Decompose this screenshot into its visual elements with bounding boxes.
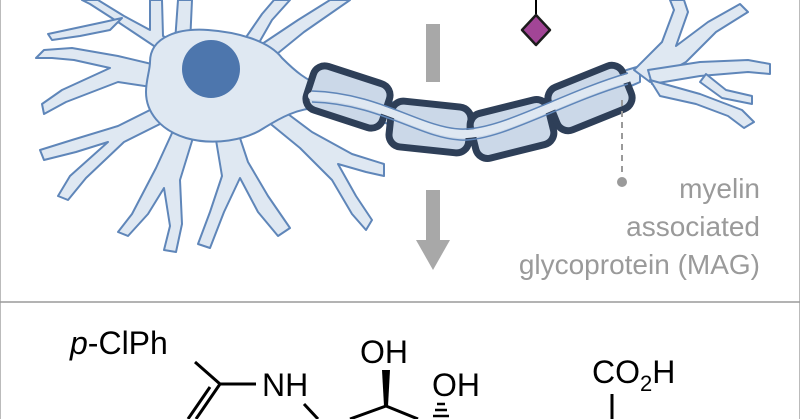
label-myelin: myelin bbox=[679, 173, 760, 204]
double-bond-b bbox=[186, 386, 212, 419]
label-associated: associated bbox=[626, 211, 760, 242]
arrow-shaft-lower bbox=[426, 190, 440, 240]
dendrite-upper-left-twig bbox=[47, 17, 123, 41]
myelin-sheath bbox=[302, 61, 636, 162]
dendrite-left bbox=[35, 47, 161, 115]
terminal-branch-middle bbox=[647, 59, 771, 85]
dendrite-left-lower bbox=[39, 103, 165, 201]
terminal-twig bbox=[699, 73, 753, 105]
dendrite-upper-right bbox=[239, 0, 351, 59]
co2h-main: CO bbox=[592, 354, 640, 390]
dendrite-lower-a bbox=[117, 119, 197, 253]
axon-core-edge-bottom bbox=[311, 83, 629, 141]
terminal-branch-lower bbox=[649, 79, 755, 129]
bond-ring-left bbox=[349, 404, 387, 419]
neuron bbox=[35, 0, 385, 253]
clph-group: p-ClPh bbox=[69, 325, 168, 361]
oh-group-2: OH bbox=[432, 367, 480, 403]
arrow-head bbox=[416, 240, 450, 270]
co2h-subscript: 2 bbox=[640, 371, 652, 396]
diamond-marker bbox=[520, 13, 552, 47]
bond-clph-c bbox=[194, 360, 221, 386]
label-glycoprotein: glycoprotein (MAG) bbox=[519, 249, 760, 280]
hash-bond bbox=[433, 402, 449, 418]
axon-core bbox=[308, 74, 632, 139]
co2h-end: H bbox=[652, 354, 675, 390]
wedge-bond bbox=[382, 370, 390, 406]
arrow-shaft-upper bbox=[426, 24, 440, 82]
oh-group-1: OH bbox=[360, 334, 408, 370]
dendrite-lower-b bbox=[197, 125, 291, 249]
bond-ring-right bbox=[385, 404, 419, 419]
nucleus bbox=[182, 40, 240, 98]
clph-text: -ClPh bbox=[88, 325, 168, 361]
callout-dot bbox=[617, 177, 627, 187]
bond-nh-down bbox=[302, 402, 320, 419]
co2h-group: CO2H bbox=[592, 354, 675, 396]
dendrite-lower-c bbox=[255, 101, 385, 231]
para-prefix: p bbox=[69, 325, 88, 361]
terminal-branch-upper bbox=[633, 0, 749, 83]
chemical-structure: p-ClPh NH OH OH CO2H bbox=[69, 325, 675, 419]
axon-core-edge-top bbox=[311, 72, 629, 130]
double-bond-a bbox=[194, 383, 222, 419]
nh-group: NH bbox=[262, 367, 308, 403]
axon-terminals bbox=[633, 0, 771, 129]
